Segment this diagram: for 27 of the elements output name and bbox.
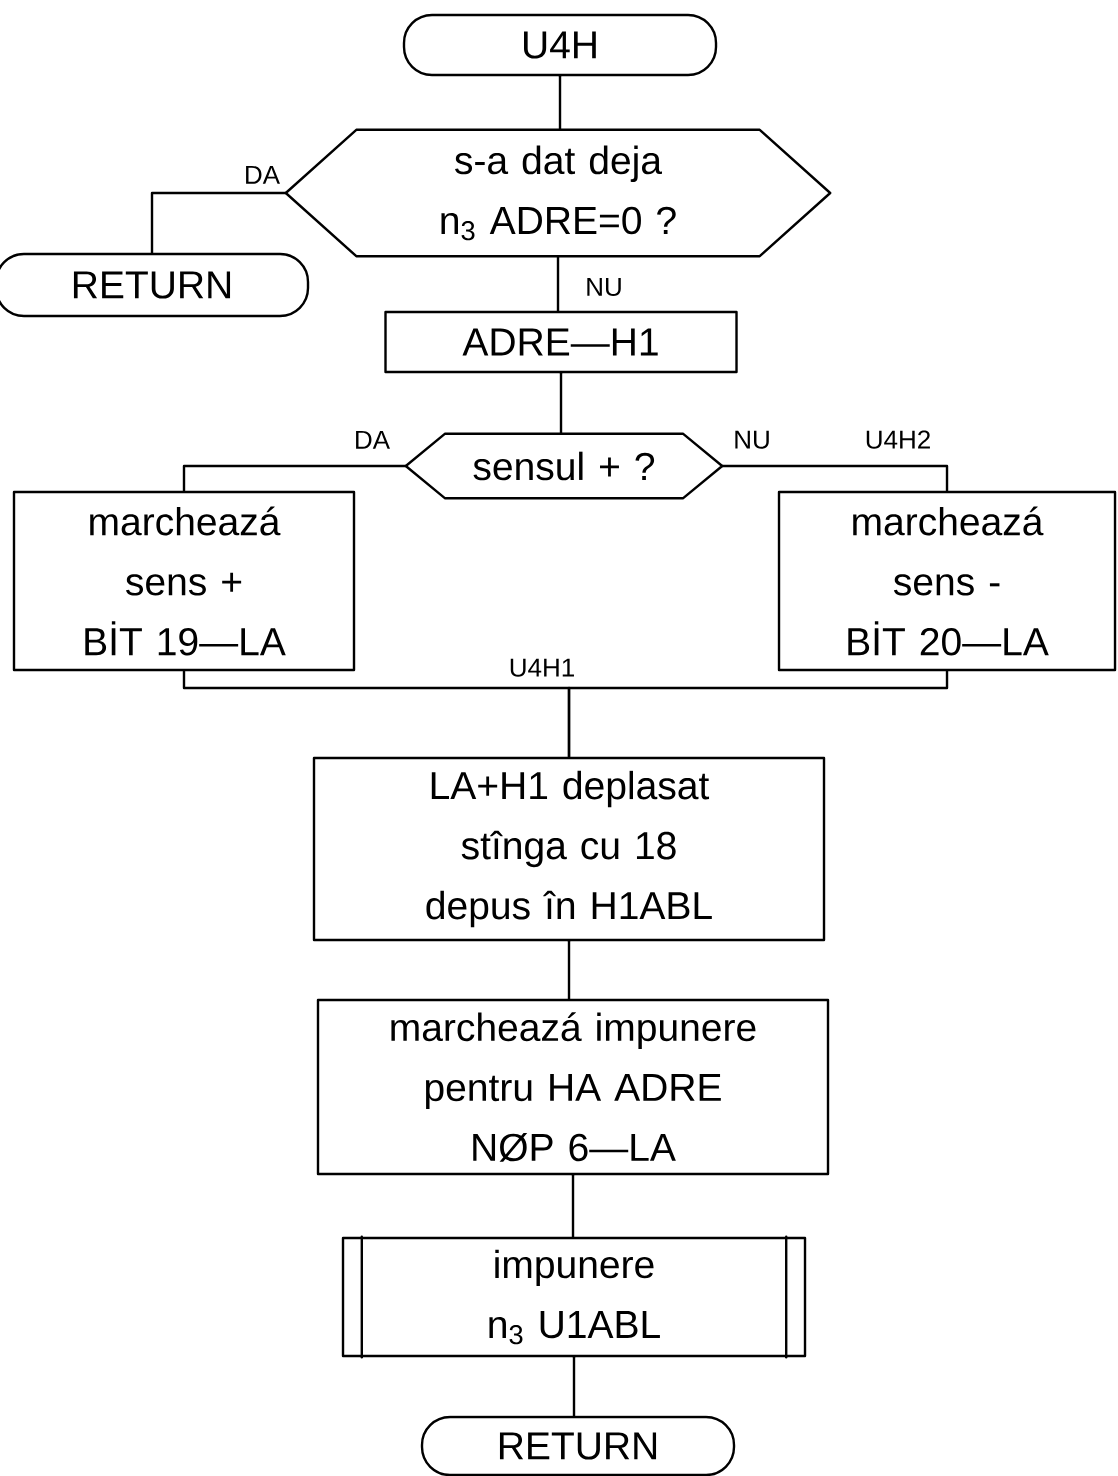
process-box: marcheazá impunere pentru HA ADRE NØP 6—LA: [316, 998, 830, 1176]
terminal-box: U4H: [402, 13, 718, 77]
flow-line: [567, 940, 571, 1000]
process-box: marcheazá sens + BİT 19—LA: [12, 490, 356, 672]
process-box: LA+H1 deplasat stînga cu 18 depus în H1ABL: [312, 756, 826, 942]
flow-line: [150, 191, 287, 254]
decision-hexagon: sensul + ?: [404, 432, 724, 500]
decision-hexagon: s-a dat deja n$_{3}$ ADRE=0 ?: [284, 128, 832, 258]
flow-line: [572, 1356, 576, 1417]
flow-line: [721, 464, 949, 492]
edge-label: DA: [356, 430, 390, 449]
connector-label: U4H1: [510, 658, 574, 677]
edge-label: DA: [246, 165, 280, 184]
subroutine-box: impunere n$_{3}$ U1ABL: [341, 1235, 807, 1359]
connector-label: U4H2: [866, 430, 930, 449]
flow-line: [182, 464, 407, 492]
edge-label: NU: [587, 277, 621, 297]
process-box: ADRE—H1: [384, 310, 738, 374]
flow-line: [567, 670, 949, 758]
process-box: marcheazá sens - BİT 20—LA: [777, 490, 1117, 672]
flow-line: [558, 75, 562, 131]
flow-line: [571, 1174, 575, 1238]
terminal-box: RETURN: [0, 252, 310, 318]
terminal-box: RETURN: [420, 1415, 736, 1476]
flow-line: [559, 372, 563, 435]
flow-line: [556, 255, 560, 312]
edge-label: NU: [735, 430, 769, 449]
